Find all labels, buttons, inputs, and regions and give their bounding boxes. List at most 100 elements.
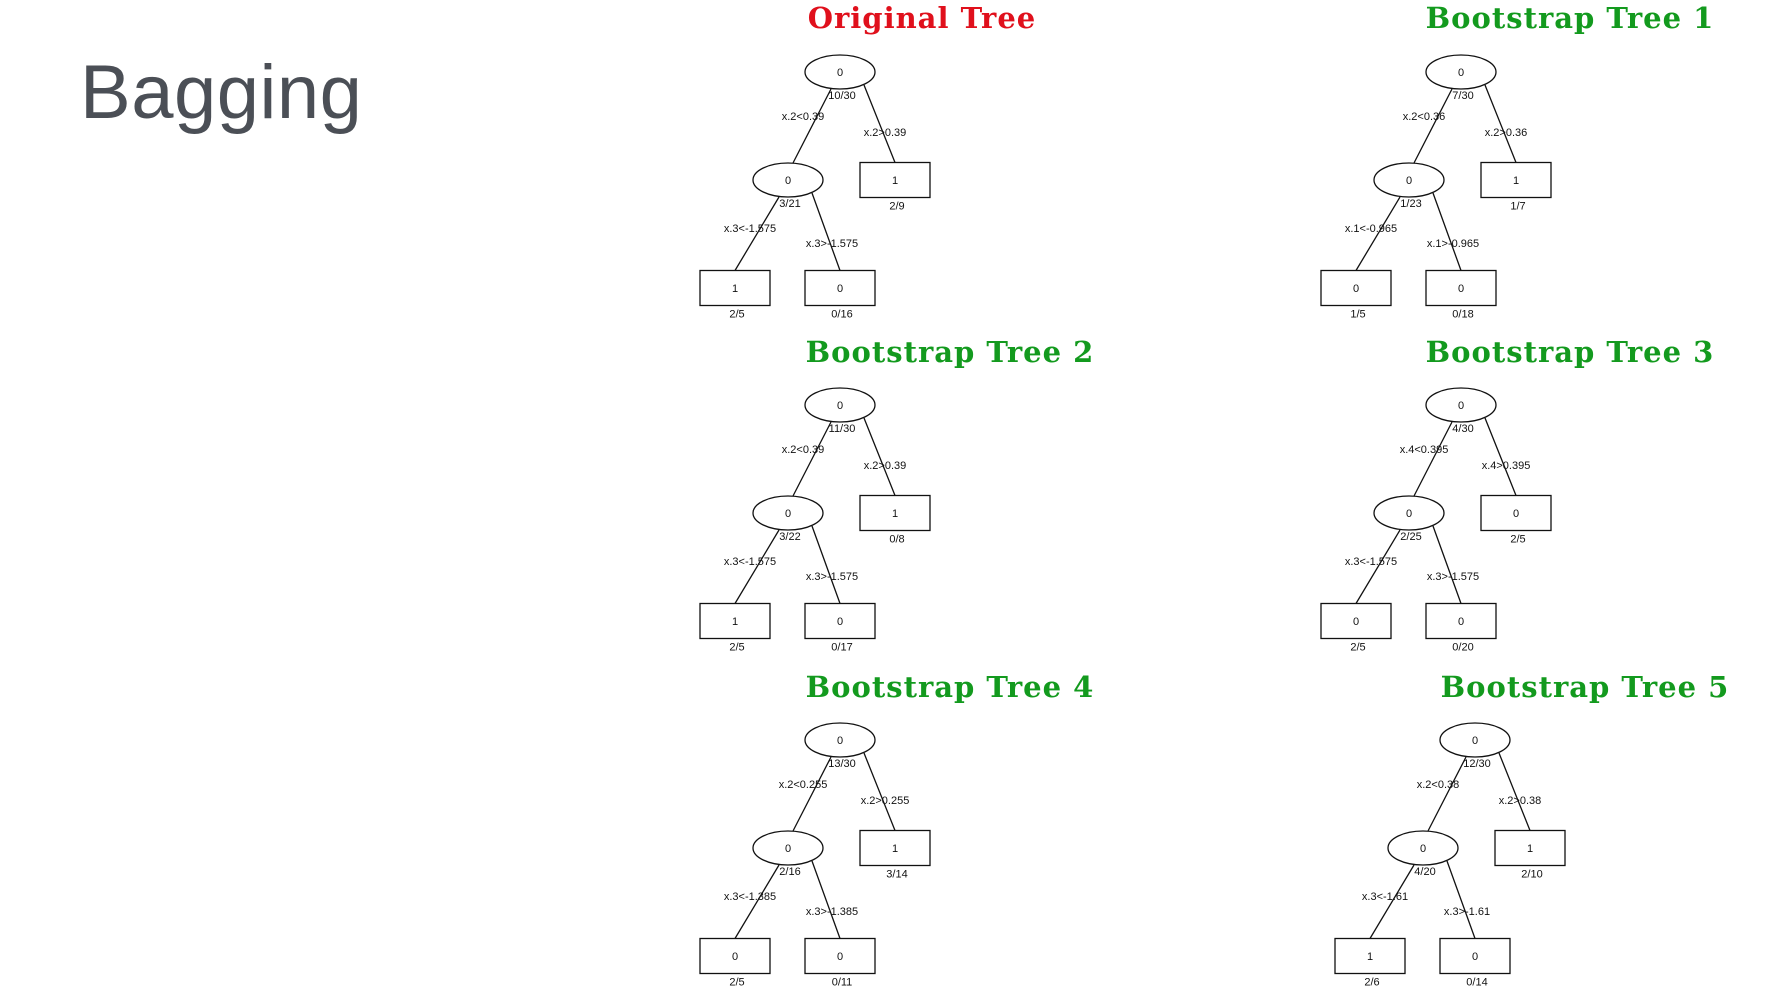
- edge-mid-right: [811, 192, 841, 271]
- tree-title: Bootstrap Tree 4: [806, 670, 1095, 704]
- node-class: 0: [837, 283, 843, 295]
- node-class: 0: [1458, 67, 1464, 79]
- edge-mid-left: [734, 529, 780, 604]
- leaf-node-left-right: [804, 602, 876, 640]
- edge-root-right: [863, 417, 896, 496]
- edge-mid-left: [734, 196, 780, 271]
- edge-root-left: [1413, 421, 1453, 497]
- node-count: 11/30: [829, 423, 856, 435]
- edge-root-left: [792, 421, 832, 497]
- edge-mid-right: [811, 860, 841, 939]
- edge-root-right: [1484, 84, 1517, 163]
- leaf-node-right: [859, 494, 931, 532]
- split-label-right: x.2>0.39: [864, 460, 907, 472]
- leaf-node-right: [1480, 494, 1552, 532]
- edge-root-right: [863, 752, 896, 831]
- edge-mid-left: [1355, 529, 1401, 604]
- edge-mid-right: [811, 525, 841, 604]
- node-class: 1: [732, 283, 738, 295]
- node-class: 0: [785, 508, 791, 520]
- root-node: [804, 387, 876, 423]
- node-count: 1/23: [1400, 198, 1421, 210]
- node-class: 0: [1353, 616, 1359, 628]
- split-label-left: x.3<-1.575: [724, 556, 776, 568]
- split-label-right: x.2>0.36: [1485, 127, 1528, 139]
- leaf-node-right: [1494, 829, 1566, 867]
- node-class: 0: [1472, 735, 1478, 747]
- edge-mid-left: [734, 864, 780, 939]
- tree-panel-1: Bootstrap Tree 1x.2<0.36x.2>0.36x.1<-0.9…: [1320, 1, 1715, 321]
- split-label-right: x.3>-1.575: [1427, 571, 1479, 583]
- split-label-left: x.3<-1.61: [1362, 891, 1408, 903]
- node-count: 3/22: [779, 531, 800, 543]
- split-label-right: x.3>-1.61: [1444, 906, 1490, 918]
- tree-panel-5: Bootstrap Tree 5 x.2<0.38 x.2>0.38 x.3<-1.6…: [1334, 670, 1730, 989]
- tree-title: Original Tree: [808, 1, 1037, 35]
- split-label-left: x.3<-1.385: [724, 891, 776, 903]
- node-class: 0: [837, 616, 843, 628]
- node-count: 2/5: [729, 977, 744, 989]
- node-class: 1: [1513, 175, 1519, 187]
- node-count: 10/30: [828, 90, 856, 102]
- node-count: 3/14: [886, 869, 907, 881]
- node-count: 0/17: [831, 642, 852, 654]
- split-label-right: x.4>0.395: [1482, 460, 1531, 472]
- node-count: 2/10: [1521, 869, 1542, 881]
- node-count: 2/5: [1510, 534, 1525, 546]
- root-node: [804, 54, 876, 90]
- node-count: 0/18: [1452, 309, 1473, 321]
- edge-root-left: [1427, 756, 1467, 832]
- root-node: [804, 722, 876, 758]
- node-class: 0: [1353, 283, 1359, 295]
- node-class: 0: [785, 175, 791, 187]
- node-count: 12/30: [1463, 758, 1491, 770]
- node-count: 0/8: [889, 534, 904, 546]
- split-label-left: x.2<0.39: [782, 111, 825, 123]
- edge-mid-left: [1369, 864, 1415, 939]
- edge-root-left: [1413, 88, 1453, 164]
- tree-title: Bootstrap Tree 5: [1441, 670, 1730, 704]
- split-label-left: x.2<0.39: [782, 444, 825, 456]
- tree-title: Bootstrap Tree 1: [1426, 1, 1715, 35]
- split-label-left: x.3<-1.575: [1345, 556, 1397, 568]
- leaf-node-right: [859, 161, 931, 199]
- root-node: [1425, 387, 1497, 423]
- node-class: 0: [1472, 951, 1478, 963]
- slide-title: Bagging: [80, 50, 363, 135]
- split-label-left: x.2<0.255: [779, 779, 828, 791]
- node-count: 7/30: [1452, 90, 1473, 102]
- node-class: 1: [892, 843, 898, 855]
- edge-mid-right: [1432, 192, 1462, 271]
- split-label-left: x.1<-0.965: [1345, 223, 1397, 235]
- split-label-right: x.2>0.38: [1499, 795, 1542, 807]
- split-label-right: x.3>-1.575: [806, 238, 858, 250]
- node-count: 2/5: [729, 309, 744, 321]
- root-node: [1425, 54, 1497, 90]
- edge-mid-right: [1432, 525, 1462, 604]
- node-class: 0: [785, 843, 791, 855]
- leaf-node-left-right: [1425, 269, 1497, 307]
- node-count: 0/16: [831, 309, 852, 321]
- node-count: 4/30: [1452, 423, 1473, 435]
- node-count: 13/30: [828, 758, 856, 770]
- node-class: 0: [837, 951, 843, 963]
- node-count: 0/14: [1466, 977, 1487, 989]
- split-label-right: x.3>-1.575: [806, 571, 858, 583]
- node-class: 0: [1458, 616, 1464, 628]
- node-class: 0: [1420, 843, 1426, 855]
- edge-root-left: [792, 88, 832, 164]
- tree-panel-0: Original Treex.2<0.39x.2>0.39x.3<-1.575x…: [699, 1, 1037, 321]
- node-count: 2/16: [779, 866, 800, 878]
- tree-panel-4: Bootstrap Tree 4x.2<0.255x.2>0.255x.3<-1…: [699, 670, 1095, 989]
- split-label-left: x.4<0.395: [1400, 444, 1449, 456]
- split-label-right: x.2>0.39: [864, 127, 907, 139]
- leaf-node-left-left: [699, 269, 771, 307]
- node-count: 2/9: [889, 201, 904, 213]
- leaf-node-left-left: [1320, 269, 1392, 307]
- split-label-right: x.3>-1.385: [806, 906, 858, 918]
- node-count: 1/7: [1510, 201, 1525, 213]
- split-label-left: x.2<0.38: [1417, 779, 1460, 791]
- node-count: 2/25: [1400, 531, 1421, 543]
- leaf-node-left-right: [804, 269, 876, 307]
- node-class: 1: [892, 508, 898, 520]
